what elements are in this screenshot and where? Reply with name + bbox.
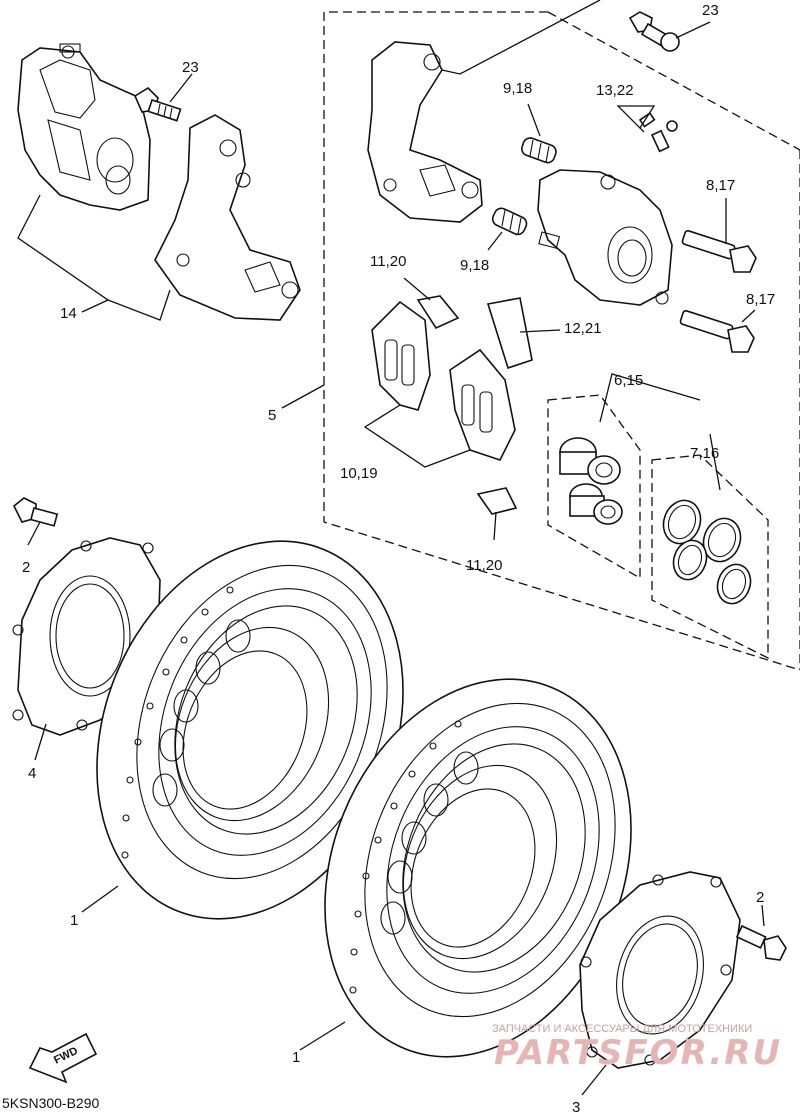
watermark-caption: ЗАПЧАСТИ И АКСЕССУАРЫ ДЛЯ МОТОТЕХНИКИ — [492, 1023, 752, 1035]
callout-13-22: 13,22 — [596, 82, 634, 99]
seal-kit-boundary — [651, 454, 769, 660]
callout-8-17-lower: 8,17 — [746, 291, 775, 308]
callout-11-20-lower: 11,20 — [466, 557, 502, 574]
top-bolt — [628, 11, 680, 52]
watermark: ЗАПЧАСТИ И АКСЕССУАРЫ ДЛЯ МОТОТЕХНИКИ PA… — [492, 1023, 782, 1073]
callout-1-right: 1 — [292, 1049, 300, 1066]
right-caliper-body — [537, 169, 673, 306]
boot-lower — [491, 207, 528, 236]
piston-upper — [559, 437, 621, 485]
callout-14: 14 — [60, 305, 77, 322]
callout-23-left: 23 — [182, 59, 199, 76]
caliper-assembly-boundary — [323, 11, 800, 671]
watermark-brand: PARTSFOR.RU — [494, 1033, 782, 1073]
callout-9-18-upper: 9,18 — [503, 80, 532, 97]
piston-lower — [569, 483, 623, 525]
left-cover-bolt — [12, 497, 59, 527]
boot-upper — [521, 137, 557, 164]
callout-23-top: 23 — [702, 2, 719, 19]
callout-9-18-lower: 9,18 — [460, 257, 489, 274]
pad-spring-b — [476, 487, 518, 515]
callout-5: 5 — [268, 407, 276, 424]
callout-4: 4 — [28, 765, 36, 782]
callout-7-16: 7,16 — [690, 445, 719, 462]
callout-1-left: 1 — [70, 912, 78, 929]
piston-kit-boundary — [547, 394, 641, 580]
leader-lines-right — [281, 0, 756, 541]
pin-bolt-lower — [679, 309, 755, 353]
fwd-arrow-icon: FWD — [28, 1032, 98, 1084]
leader-lines-left — [17, 73, 193, 321]
right-cover-bolt — [735, 924, 787, 961]
diagram-code: 5KSN300-B290 — [2, 1095, 100, 1111]
pin-bolt-upper — [681, 229, 757, 273]
leader-lines-disc-right — [299, 904, 765, 1096]
callout-labels: 23 23 9,18 13,22 8,17 8,17 9,18 11,20 12… — [22, 2, 775, 1115]
left-caliper-bolt — [133, 86, 182, 122]
right-caliper-bracket — [367, 41, 483, 223]
brake-disc-right — [324, 678, 632, 1058]
leader-lines-disc-left — [27, 521, 119, 913]
left-caliper-bracket — [154, 114, 301, 321]
callout-2-right: 2 — [756, 889, 764, 906]
callout-2-left: 2 — [22, 559, 30, 576]
pad-shim — [486, 297, 533, 370]
right-cover-plate — [579, 871, 741, 1069]
callout-3: 3 — [572, 1099, 580, 1115]
callout-10-19: 10,19 — [340, 465, 378, 482]
seal-rings — [662, 499, 752, 605]
brake-pad-inner — [449, 348, 516, 461]
callout-8-17-upper: 8,17 — [706, 177, 735, 194]
callout-12-21: 12,21 — [564, 320, 602, 337]
left-caliper-body — [17, 43, 151, 211]
pad-spring-a — [416, 295, 460, 330]
callout-6-15: 6,15 — [614, 372, 643, 389]
brake-pad-outer — [371, 300, 431, 411]
callout-11-20-upper: 11,20 — [370, 253, 406, 270]
